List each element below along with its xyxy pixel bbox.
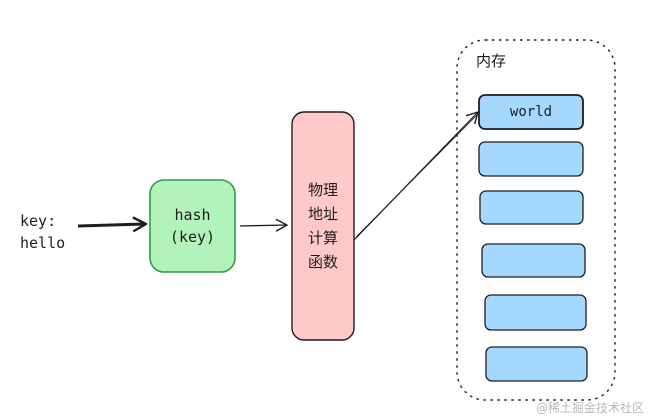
memory-slot — [479, 190, 584, 225]
memory-slot — [485, 346, 588, 382]
hash-to-calc-arrow — [239, 218, 288, 232]
calc-to-memory-arrow-stroke — [355, 114, 478, 238]
memory-slot-world — [478, 94, 584, 130]
memory-slot — [481, 243, 586, 278]
memory-title: 内存 — [476, 52, 507, 70]
address-calc-box — [291, 111, 355, 341]
address-calc-line: 物理 — [307, 181, 338, 199]
hash-box-label: hash (key) — [169, 206, 216, 246]
memory-slot — [478, 141, 584, 177]
address-calc-label: 物理 地址 计算 函数 — [292, 112, 354, 340]
hash-box — [149, 179, 236, 273]
watermark: @稀土掘金技术社区 — [535, 401, 644, 415]
memory-slot-world-label: world — [509, 104, 553, 120]
memory-slot — [484, 294, 587, 331]
address-calc-line: 计算 — [307, 229, 338, 247]
input-arrow — [77, 224, 146, 226]
input-key-label: key: hello — [20, 212, 66, 252]
address-calc-line: 地址 — [307, 205, 338, 223]
memory-container — [456, 39, 616, 401]
address-calc-line: 函数 — [307, 253, 338, 271]
